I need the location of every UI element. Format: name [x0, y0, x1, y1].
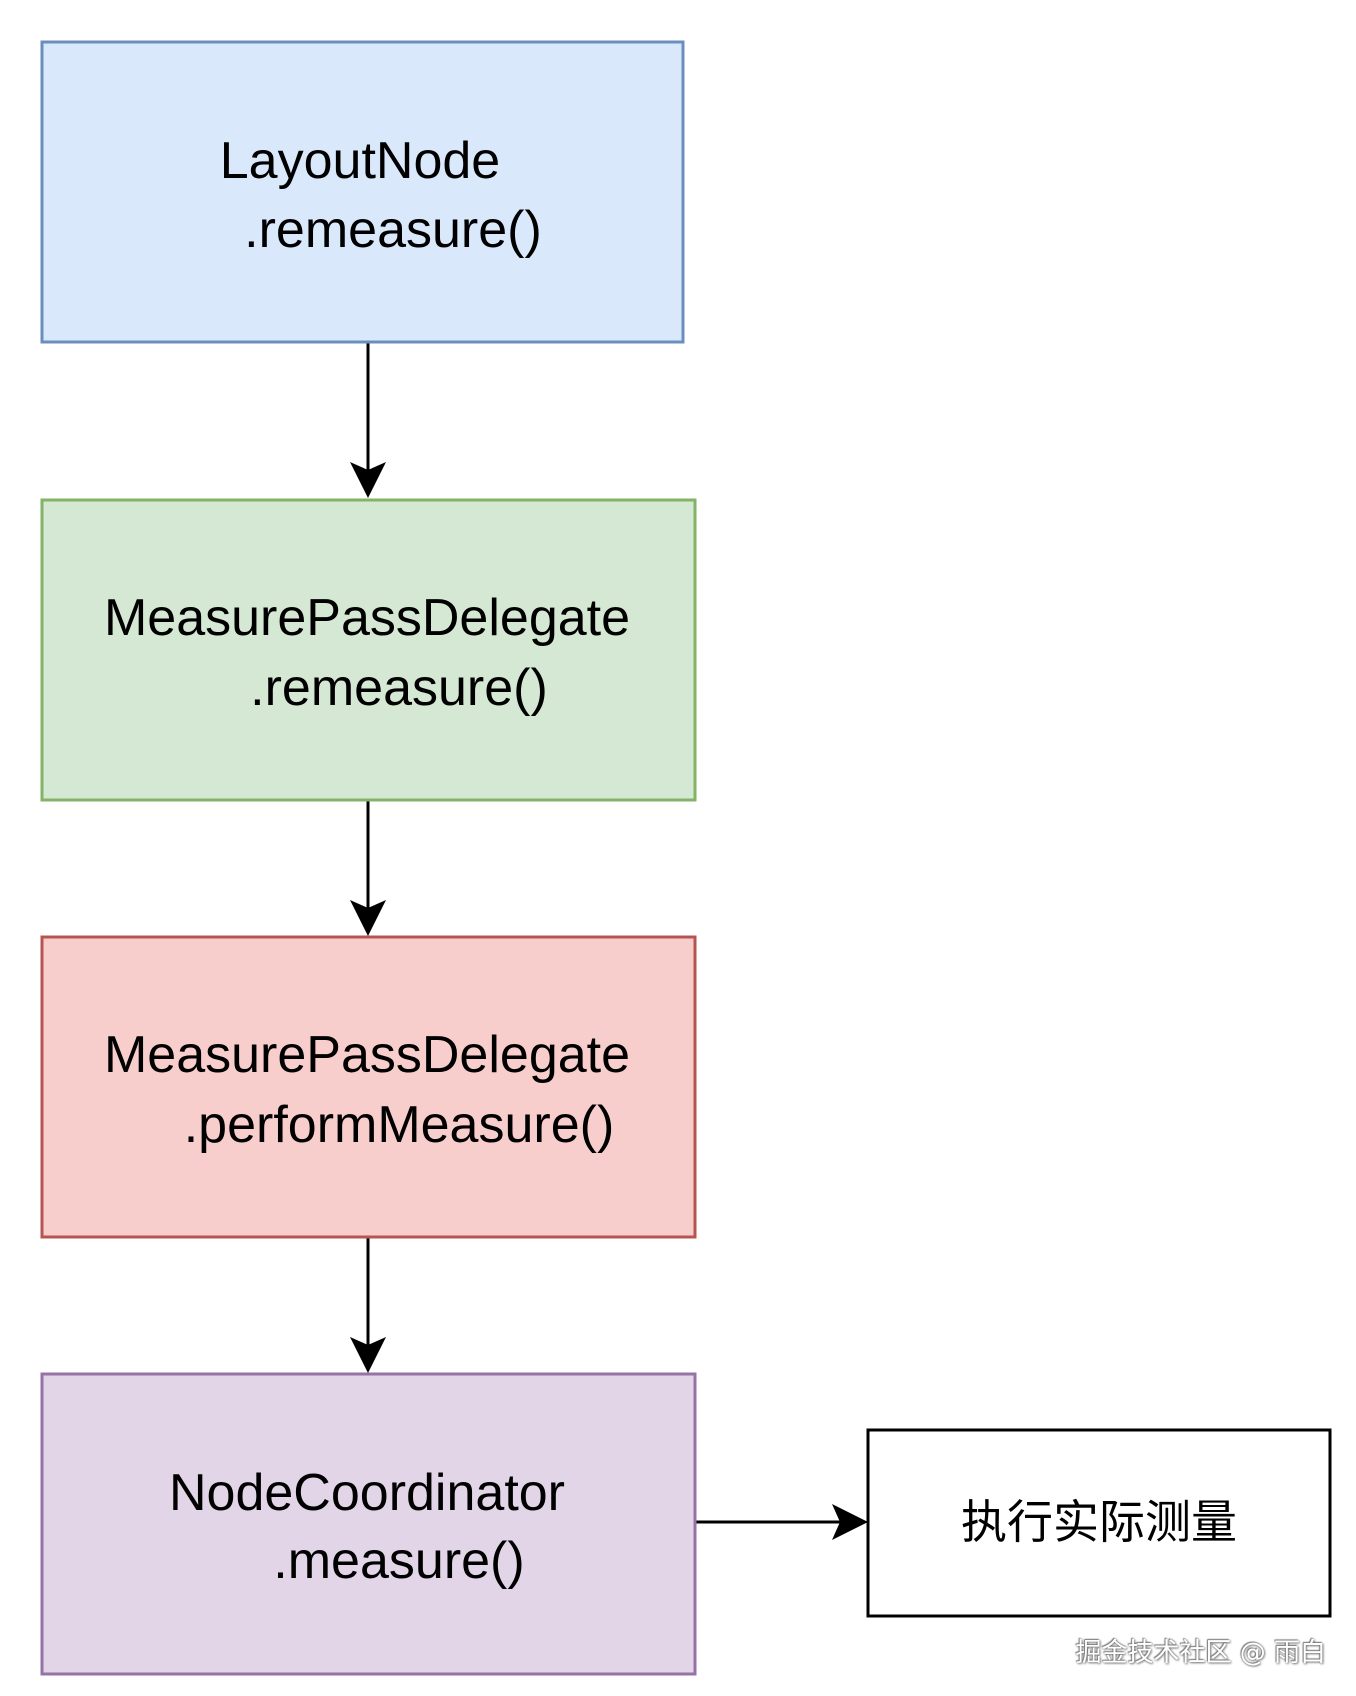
- node-measurepassdelegate-performmeasure: MeasurePassDelegate .performMeasure(): [40, 935, 697, 1239]
- arrowhead-1: [350, 462, 386, 498]
- node-box: [866, 1428, 1332, 1618]
- node-box: [40, 1372, 697, 1676]
- node-label-line-1: LayoutNode: [220, 132, 500, 190]
- node-measurepassdelegate-remeasure: MeasurePassDelegate .remeasure(): [40, 498, 697, 802]
- node-label-line-2: .performMeasure(): [184, 1096, 615, 1154]
- node-label-line-1: MeasurePassDelegate: [104, 1026, 630, 1084]
- node-label-line-1: MeasurePassDelegate: [104, 589, 630, 647]
- node-box: [40, 40, 685, 344]
- node-box: [40, 935, 697, 1239]
- node-label-line-1: NodeCoordinator: [169, 1464, 565, 1522]
- arrowhead-3: [350, 1337, 386, 1373]
- arrowhead-2: [350, 900, 386, 936]
- node-label-line-2: .remeasure(): [250, 659, 548, 717]
- node-label-line-2: .measure(): [273, 1532, 524, 1590]
- node-label-line-1: 执行实际测量: [961, 1495, 1237, 1549]
- node-label-line-2: .remeasure(): [244, 201, 542, 259]
- edges: [350, 343, 868, 1540]
- node-execute-measure: 执行实际测量: [866, 1428, 1332, 1618]
- watermark: 掘金技术社区 @ 雨白: [1075, 1638, 1326, 1668]
- node-nodecoordinator-measure: NodeCoordinator .measure(): [40, 1372, 697, 1676]
- node-layoutnode-remeasure: LayoutNode .remeasure(): [40, 40, 685, 344]
- node-box: [40, 498, 697, 802]
- arrowhead-4: [832, 1504, 868, 1540]
